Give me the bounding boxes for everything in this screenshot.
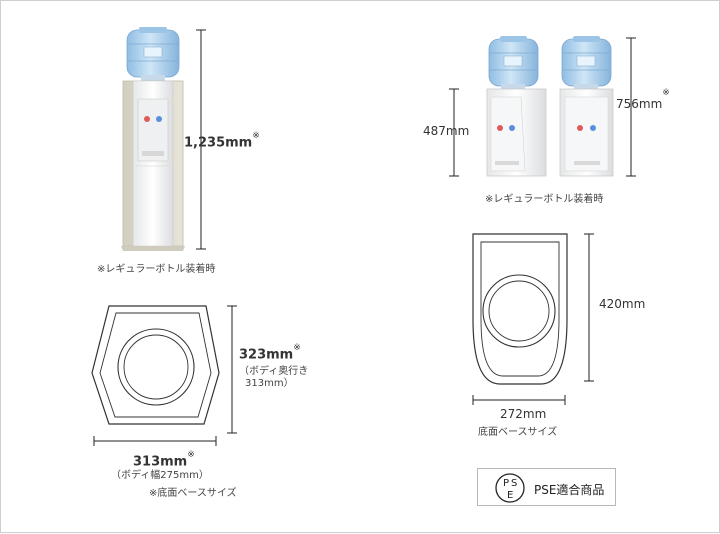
table-base-width-label: 272mm [500,407,547,421]
table-base-outline [472,233,568,385]
table-height-dimension-right [626,37,636,177]
pse-certification-badge: P S E PSE適合商品 [477,468,616,506]
table-water-server-illustration-right [559,36,614,177]
floor-base-depth-note: （ボディ奥行き 313mm） [239,366,309,389]
table-base-depth-dimension [584,233,594,382]
floor-water-server-illustration [121,27,185,251]
floor-base-size-note: ※底面ベースサイズ [149,488,237,499]
pse-letter-e: E [507,490,513,501]
table-height-right-label: 756mm※ [616,88,670,111]
pse-label: PSE適合商品 [534,483,605,497]
floor-base-width-dimension [93,436,217,446]
floor-bottle-note: ※レギュラーボトル装着時 [97,264,216,275]
floor-base-width-label: 313mm※ [133,450,195,470]
table-water-server-illustration-left [486,36,547,177]
table-base-size-label: 底面ベースサイズ [478,427,558,438]
table-height-dimension-left [449,88,459,177]
floor-base-width-note: （ボディ幅275mm） [111,470,209,481]
pse-letter-s: S [511,478,517,489]
floor-height-label: 1,235mm※ [184,131,260,151]
table-base-depth-label: 420mm [599,297,646,311]
table-height-left-label: 487mm [423,124,470,138]
floor-height-dimension [196,29,206,250]
table-bottle-note: ※レギュラーボトル装着時 [485,194,604,205]
floor-base-outline [91,305,220,425]
floor-base-depth-dimension [227,305,237,434]
floor-base-depth-label: 323mm※ [239,343,301,363]
pse-mark-icon: P S E [495,473,525,503]
pse-letter-p: P [503,478,509,489]
table-base-width-dimension [472,395,566,405]
